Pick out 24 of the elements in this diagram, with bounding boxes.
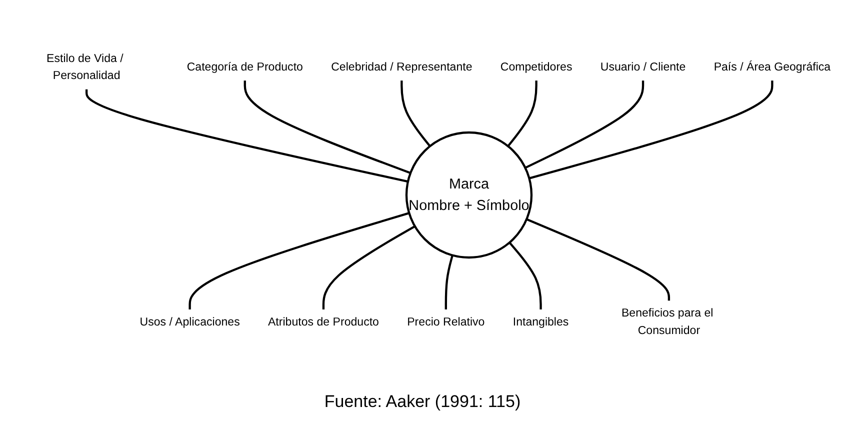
node-text: Atributos de Producto	[268, 316, 379, 328]
connector	[507, 80, 538, 147]
connector	[508, 242, 542, 310]
connector	[528, 80, 774, 180]
source-caption: Fuente: Aaker (1991: 115)	[323, 392, 522, 412]
connector	[85, 89, 408, 183]
node-text: Precio Relativo	[407, 316, 485, 328]
connector	[322, 225, 416, 310]
connector	[444, 255, 454, 310]
node-text: Categoría de Producto	[186, 61, 303, 74]
node-circle: Marca Nombre + Símbolo	[405, 131, 533, 259]
node-text: Competidores	[500, 61, 572, 74]
connector	[400, 80, 431, 147]
node-text: Intangibles	[512, 316, 569, 328]
node-text: Celebridad / Representante	[331, 61, 472, 74]
connector	[524, 80, 644, 169]
connector	[188, 212, 410, 310]
node-text: Usuario / Cliente	[600, 61, 686, 74]
node-text: Estilo de Vida / Personalidad	[46, 52, 124, 82]
node-text: País / Área Geográfica	[714, 61, 831, 74]
connector	[526, 218, 670, 301]
connector	[244, 80, 411, 174]
node-text: Beneficios para el Consumidor	[621, 307, 714, 337]
node-text: Usos / Aplicaciones	[140, 316, 240, 328]
